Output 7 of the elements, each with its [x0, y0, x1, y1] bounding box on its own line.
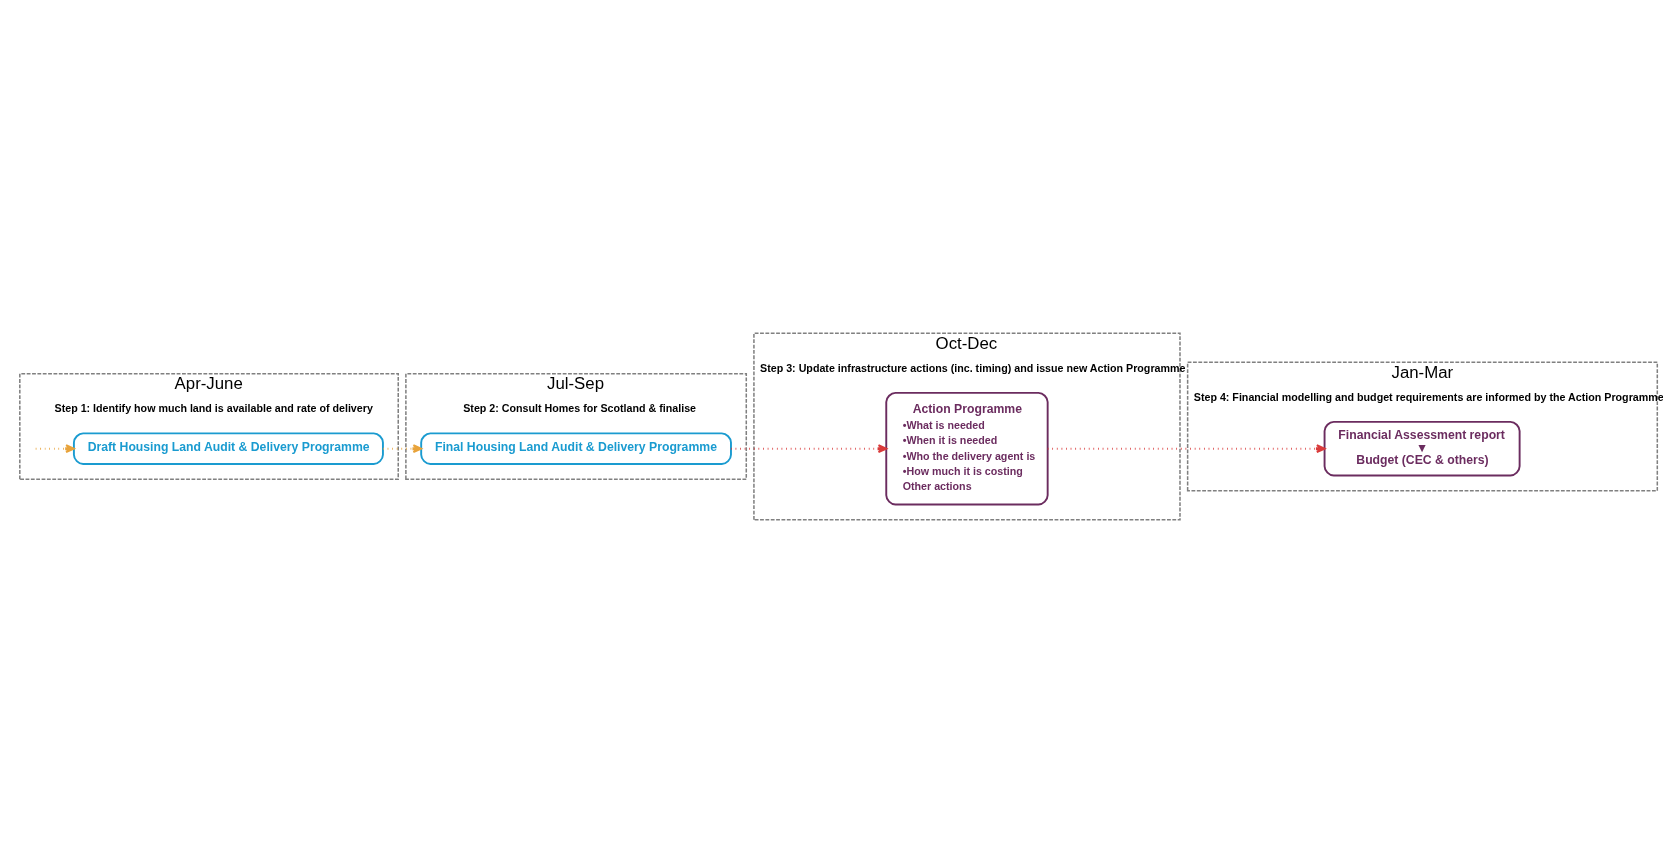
arrow	[730, 443, 888, 453]
node-box: Action Programme •What is needed •When it is needed •Who the delivery agent is •How much it is costing Other actions	[885, 391, 1049, 505]
arrow	[382, 443, 423, 453]
node-box: Draft Housing Land Audit & Delivery Programme	[72, 431, 384, 465]
node-box: Financial Assessment report ▼ Budget (CEC & others)	[1323, 420, 1521, 476]
node-box: Final Housing Land Audit & Delivery Programme	[420, 431, 732, 465]
arrow	[1046, 443, 1326, 453]
